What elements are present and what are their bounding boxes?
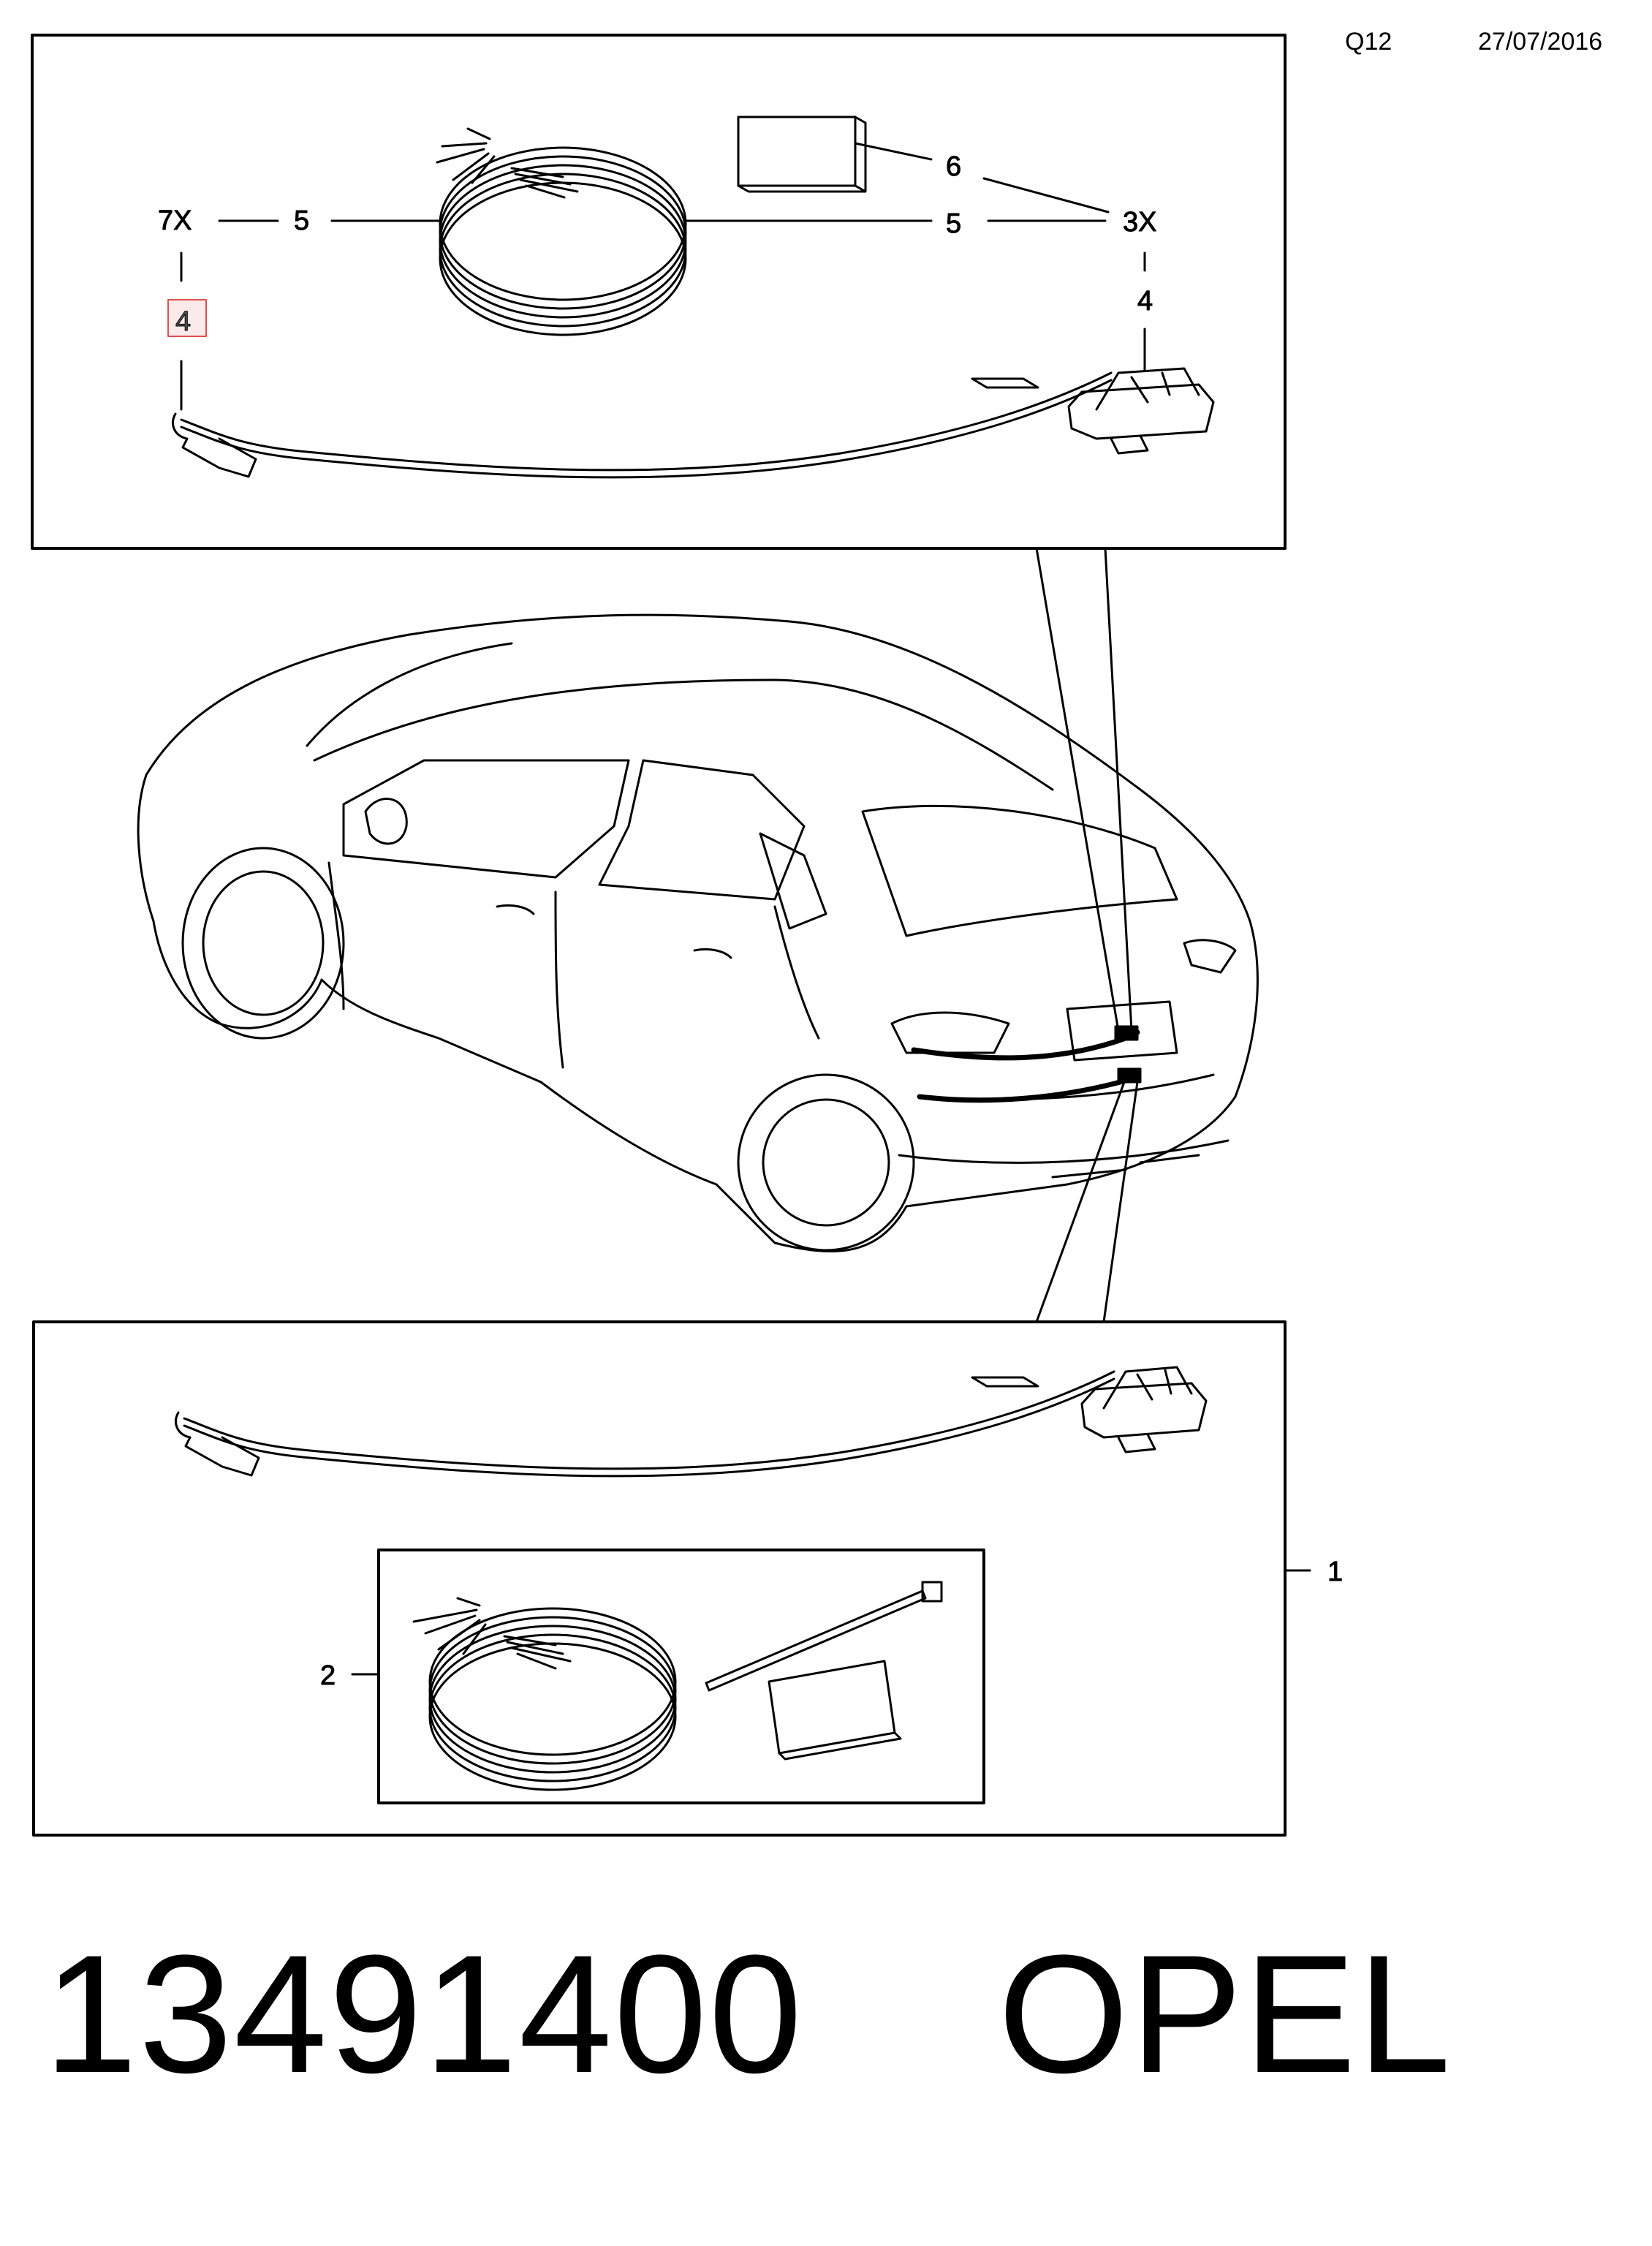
part-number: 13491400 — [44, 1920, 804, 2108]
brand-name: OPEL — [998, 1920, 1452, 2108]
parts-diagram: 7X 5 6 5 3X 4 4 — [31, 34, 1344, 1837]
adhesive-pad-bottom — [768, 1660, 902, 1761]
callout-3x: 3X — [1123, 207, 1156, 238]
leader-lines-top — [180, 142, 1146, 411]
callout-2: 2 — [320, 1660, 336, 1691]
callout-4-right: 4 — [1137, 286, 1153, 317]
callout-5-right: 5 — [946, 208, 961, 239]
callout-4-left: 4 — [175, 306, 191, 337]
cable-coil-bottom — [412, 1597, 677, 1791]
callout-1: 1 — [1327, 1557, 1343, 1587]
harness-bottom — [175, 1366, 1208, 1478]
cable-tie — [705, 1581, 943, 1692]
diagram-date: 27/07/2016 — [1478, 28, 1603, 56]
car-illustration — [137, 613, 1259, 1252]
leader-lines-bottom — [351, 1569, 1311, 1676]
projection-lines — [1035, 547, 1139, 1323]
harness-top — [172, 367, 1215, 479]
detail-box-bottom — [32, 1320, 1287, 1837]
callout-7x: 7X — [158, 205, 192, 236]
cable-coil-top — [436, 127, 687, 336]
diagram-code: Q12 — [1345, 28, 1393, 56]
kit-box — [377, 1549, 985, 1804]
part-title: 13491400 OPEL — [44, 1930, 1452, 2098]
callout-5-left: 5 — [294, 205, 309, 236]
callout-6: 6 — [946, 151, 961, 182]
detail-box-top — [31, 34, 1287, 550]
callout-4-highlight — [167, 299, 207, 337]
adhesive-pad-top — [737, 116, 867, 193]
